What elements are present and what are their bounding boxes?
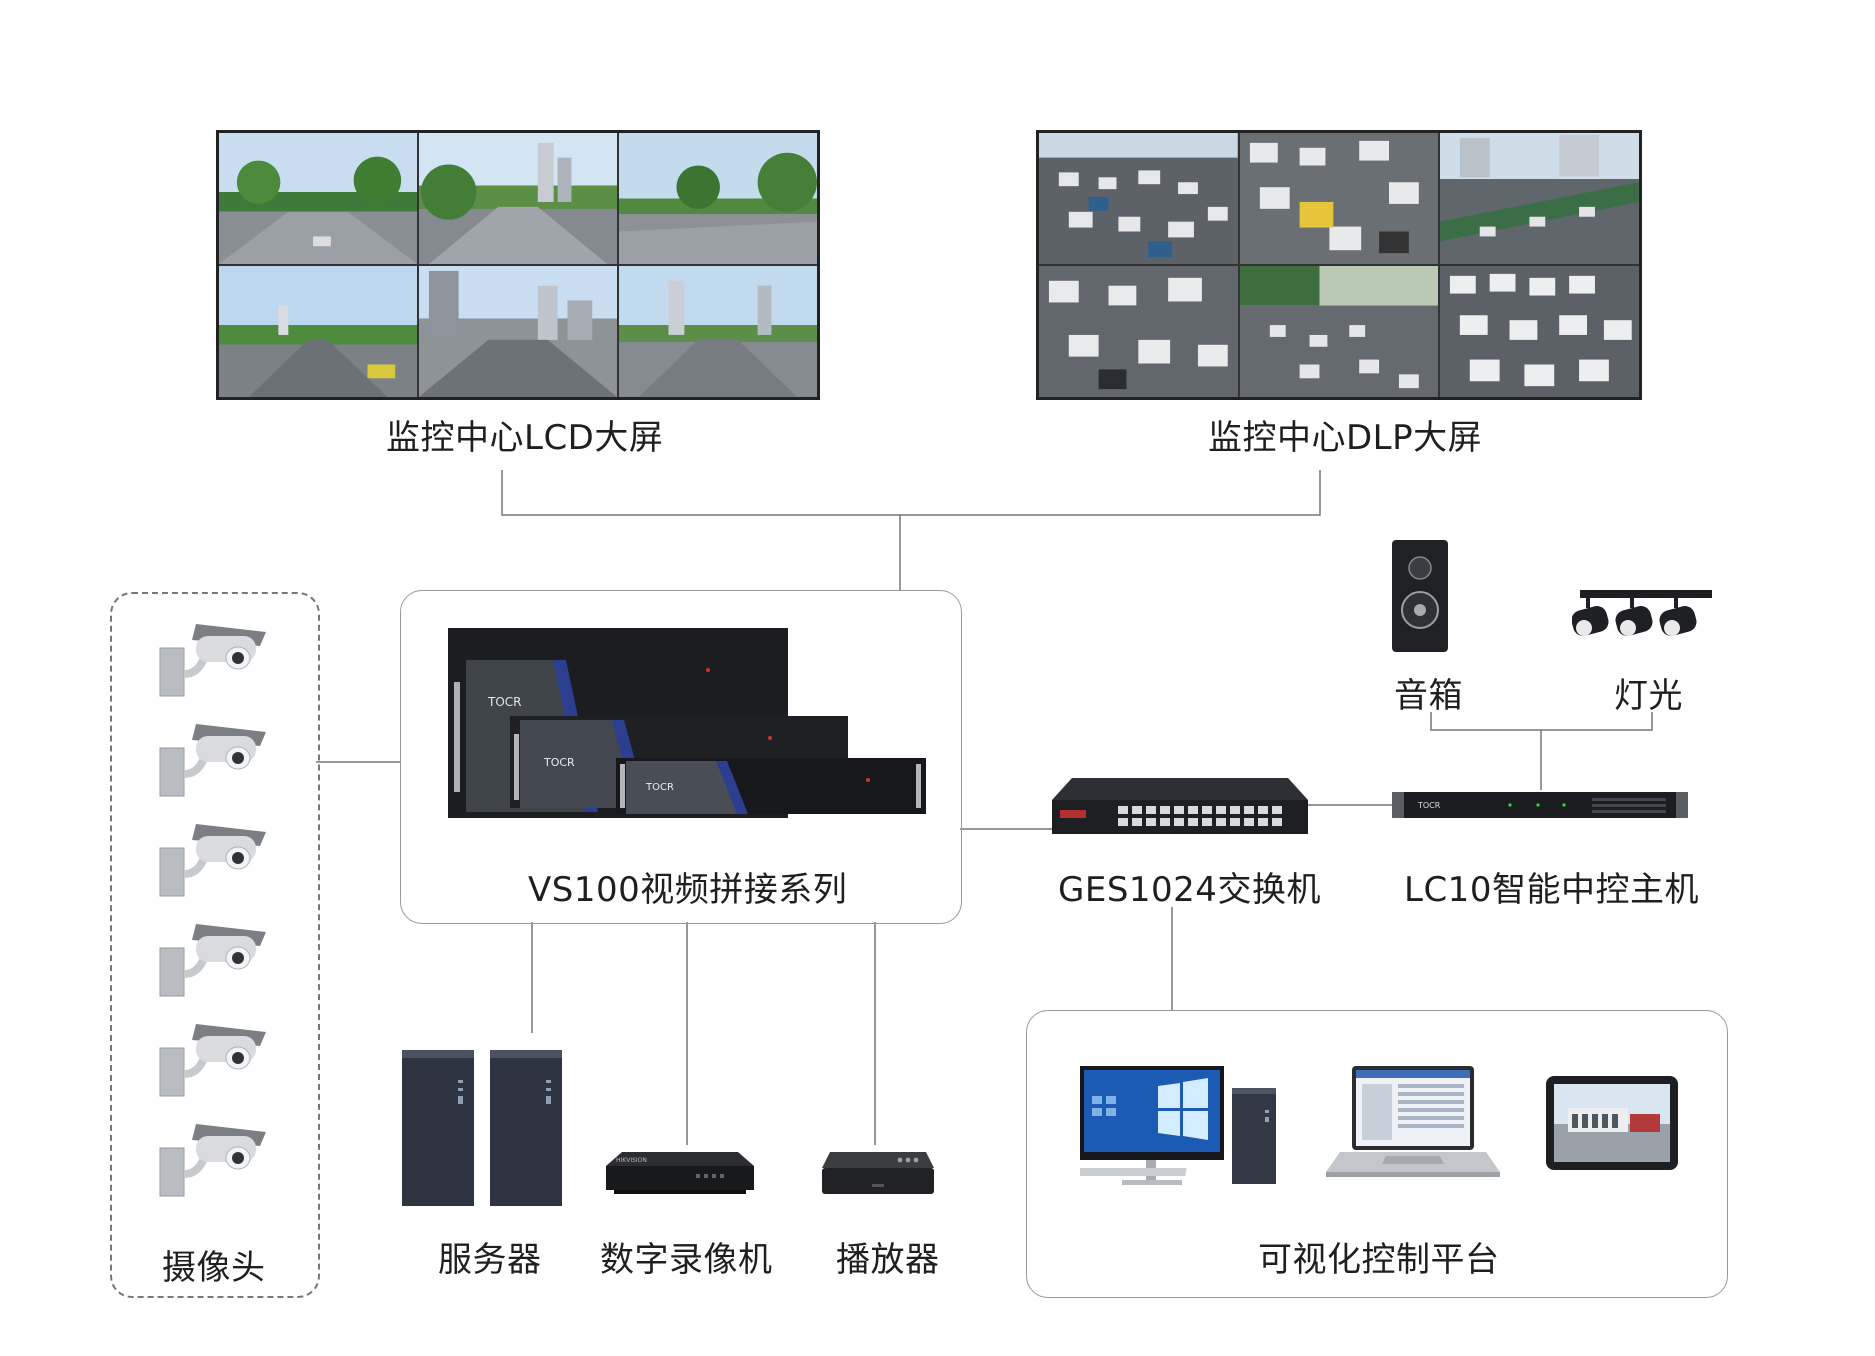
lcd-tile — [619, 266, 817, 397]
svg-text:TOCR: TOCR — [645, 782, 674, 793]
desktop-pc-icon — [1080, 1066, 1276, 1185]
server-label: 服务器 — [438, 1240, 542, 1280]
controller-label: LC10智能中控主机 — [1404, 870, 1699, 910]
dlp-tile — [1440, 133, 1639, 264]
camera-icon-set — [158, 618, 278, 1208]
recorder-label: 数字录像机 — [600, 1240, 773, 1280]
camera-group-frame — [110, 592, 320, 1298]
laptop-icon — [1326, 1066, 1500, 1177]
server-icon — [402, 1050, 562, 1206]
switch-label: GES1024交换机 — [1058, 870, 1321, 910]
dlp-screen-label: 监控中心DLP大屏 — [1208, 418, 1483, 458]
lights-icon — [1572, 590, 1712, 636]
lcd-tile — [619, 133, 817, 264]
dlp-tile — [1239, 133, 1439, 264]
platform-label: 可视化控制平台 — [1258, 1240, 1500, 1280]
lcd-tile — [219, 266, 417, 397]
dlp-tile — [1440, 266, 1639, 397]
switch-device-icon — [1052, 778, 1308, 834]
camera-label: 摄像头 — [162, 1248, 266, 1288]
lcd-video-wall — [216, 130, 820, 400]
svg-text:TOCR: TOCR — [487, 695, 522, 709]
camera-stack — [158, 618, 278, 1208]
svg-text:HIKVISION: HIKVISION — [616, 1157, 647, 1164]
dlp-tile — [1039, 133, 1238, 264]
lcd-tile — [419, 133, 617, 264]
splicer-frame — [400, 590, 962, 924]
lcd-tile — [219, 133, 417, 264]
dlp-tile — [1039, 266, 1238, 397]
camera-icon — [160, 824, 266, 896]
dlp-video-wall — [1036, 130, 1642, 400]
splicer-label: VS100视频拼接系列 — [528, 870, 848, 910]
camera-icon — [160, 624, 266, 696]
lcd-screen-label: 监控中心LCD大屏 — [386, 418, 664, 458]
svg-text:TOCR: TOCR — [543, 756, 575, 769]
camera-icon — [160, 1124, 266, 1196]
camera-icon — [160, 724, 266, 796]
recorder-icon: HIKVISION — [606, 1152, 754, 1194]
camera-icon — [160, 1024, 266, 1096]
speaker-icon — [1392, 540, 1448, 652]
dlp-tile — [1239, 266, 1439, 397]
platform-frame — [1026, 1010, 1728, 1298]
camera-icon — [160, 924, 266, 996]
splicer-device-icon: TOCR TOCR TOCR — [448, 628, 926, 818]
player-icon — [822, 1152, 934, 1194]
tablet-icon — [1546, 1076, 1678, 1170]
svg-text:TOCR: TOCR — [1417, 801, 1441, 810]
controller-device-icon: TOCR — [1392, 792, 1688, 818]
lights-label: 灯光 — [1614, 676, 1683, 716]
speaker-label: 音箱 — [1394, 676, 1463, 716]
lcd-tile — [419, 266, 617, 397]
player-label: 播放器 — [836, 1240, 940, 1280]
screen-bus-line — [501, 470, 1321, 516]
